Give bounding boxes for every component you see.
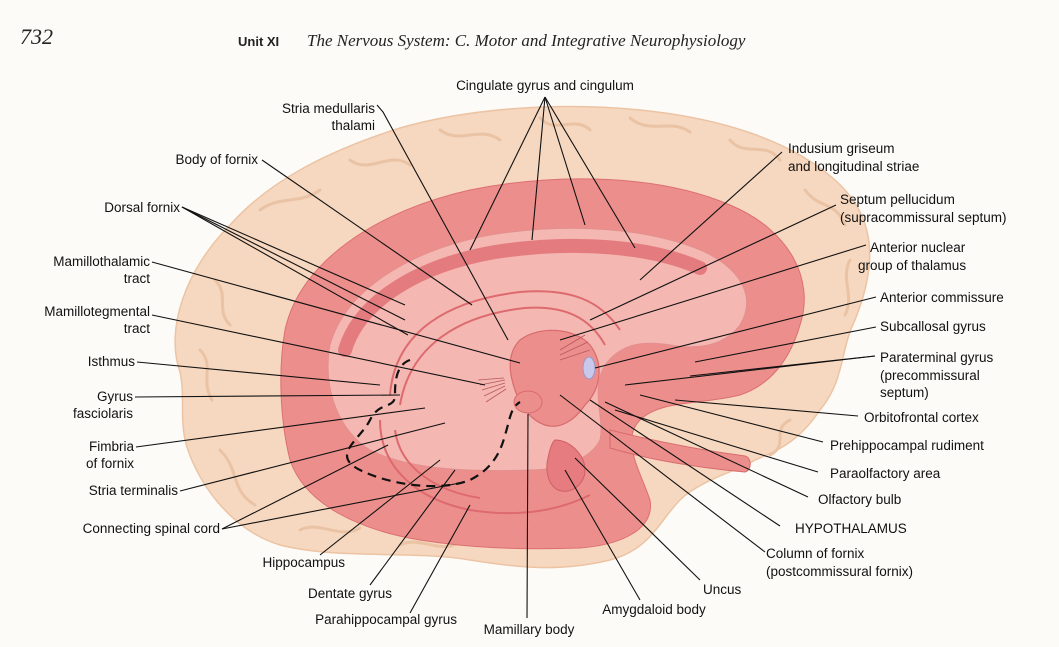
label-septum-pellucidum-2: (supracommissural septum) [840,210,1007,225]
amygdala-uncus [546,439,586,492]
olfactory-tract [609,429,751,473]
label-stria-terminalis: Stria terminalis [89,483,179,498]
label-amygdaloid: Amygdaloid body [602,602,706,617]
fornix-arcs [379,290,621,515]
label-column-fornix-1: Column of fornix [766,546,865,561]
spinal-cord-connection-dashed [345,358,521,488]
label-stria-medullaris-1: Stria medullaris [282,101,375,116]
label-paraterminal-1: Paraterminal gyrus [880,350,994,365]
label-body-fornix: Body of fornix [175,152,258,167]
label-fimbria-2: of fornix [86,456,134,471]
mamillary-body [513,390,543,414]
label-gyrus-fasciolaris-1: Gyrus [97,389,133,404]
page-number: 732 [20,24,53,49]
label-paraterminal-3: septum) [880,385,929,400]
label-mamillothalamic-2: tract [124,271,151,286]
chapter-title: The Nervous System: C. Motor and Integra… [307,31,746,50]
cortex-sulci [198,116,852,548]
anterior-commissure [582,356,596,380]
label-subcallosal: Subcallosal gyrus [880,319,986,334]
label-dentate-gyrus: Dentate gyrus [308,586,392,601]
callosal-band [338,238,707,357]
label-mamillotegmental-1: Mamillotegmental [44,304,150,319]
label-olfactory-bulb: Olfactory bulb [818,492,901,507]
label-prehippocampal: Prehippocampal rudiment [830,438,984,453]
fiber-fans [477,334,591,403]
label-fimbria-1: Fimbria [89,439,134,454]
label-anterior-commissure: Anterior commissure [880,290,1004,305]
label-septum-pellucidum-1: Septum pellucidum [840,192,955,207]
label-orbitofrontal: Orbitofrontal cortex [864,410,979,425]
label-hypothalamus: HYPOTHALAMUS [795,521,907,536]
label-anterior-nuclear-2: group of thalamus [858,258,966,273]
label-connecting-spinal-cord: Connecting spinal cord [83,521,220,536]
leader-lines [134,96,877,619]
label-isthmus: Isthmus [88,354,136,369]
label-indusium-2: and longitudinal striae [788,159,919,174]
labels: Cingulate gyrus and cingulum Stria medul… [44,78,1006,637]
label-dorsal-fornix: Dorsal fornix [104,200,180,215]
label-anterior-nuclear-1: Anterior nuclear [870,240,966,255]
label-indusium-1: Indusium griseum [788,141,895,156]
label-paraolfactory: Paraolfactory area [830,466,941,481]
label-stria-medullaris-2: thalami [331,118,375,133]
label-mamillary-body: Mamillary body [484,622,575,637]
label-column-fornix-2: (postcommissural fornix) [766,564,913,579]
label-mamillothalamic-1: Mamillothalamic [53,254,150,269]
label-cingulate: Cingulate gyrus and cingulum [456,78,634,93]
label-parahippocampal: Parahippocampal gyrus [315,612,457,627]
label-mamillotegmental-2: tract [124,321,151,336]
label-gyrus-fasciolaris-2: fasciolaris [73,406,133,421]
label-hippocampus: Hippocampus [262,555,345,570]
unit-label: Unit XI [238,34,279,49]
label-paraterminal-2: (precommissural [880,368,980,383]
label-uncus: Uncus [703,582,742,597]
